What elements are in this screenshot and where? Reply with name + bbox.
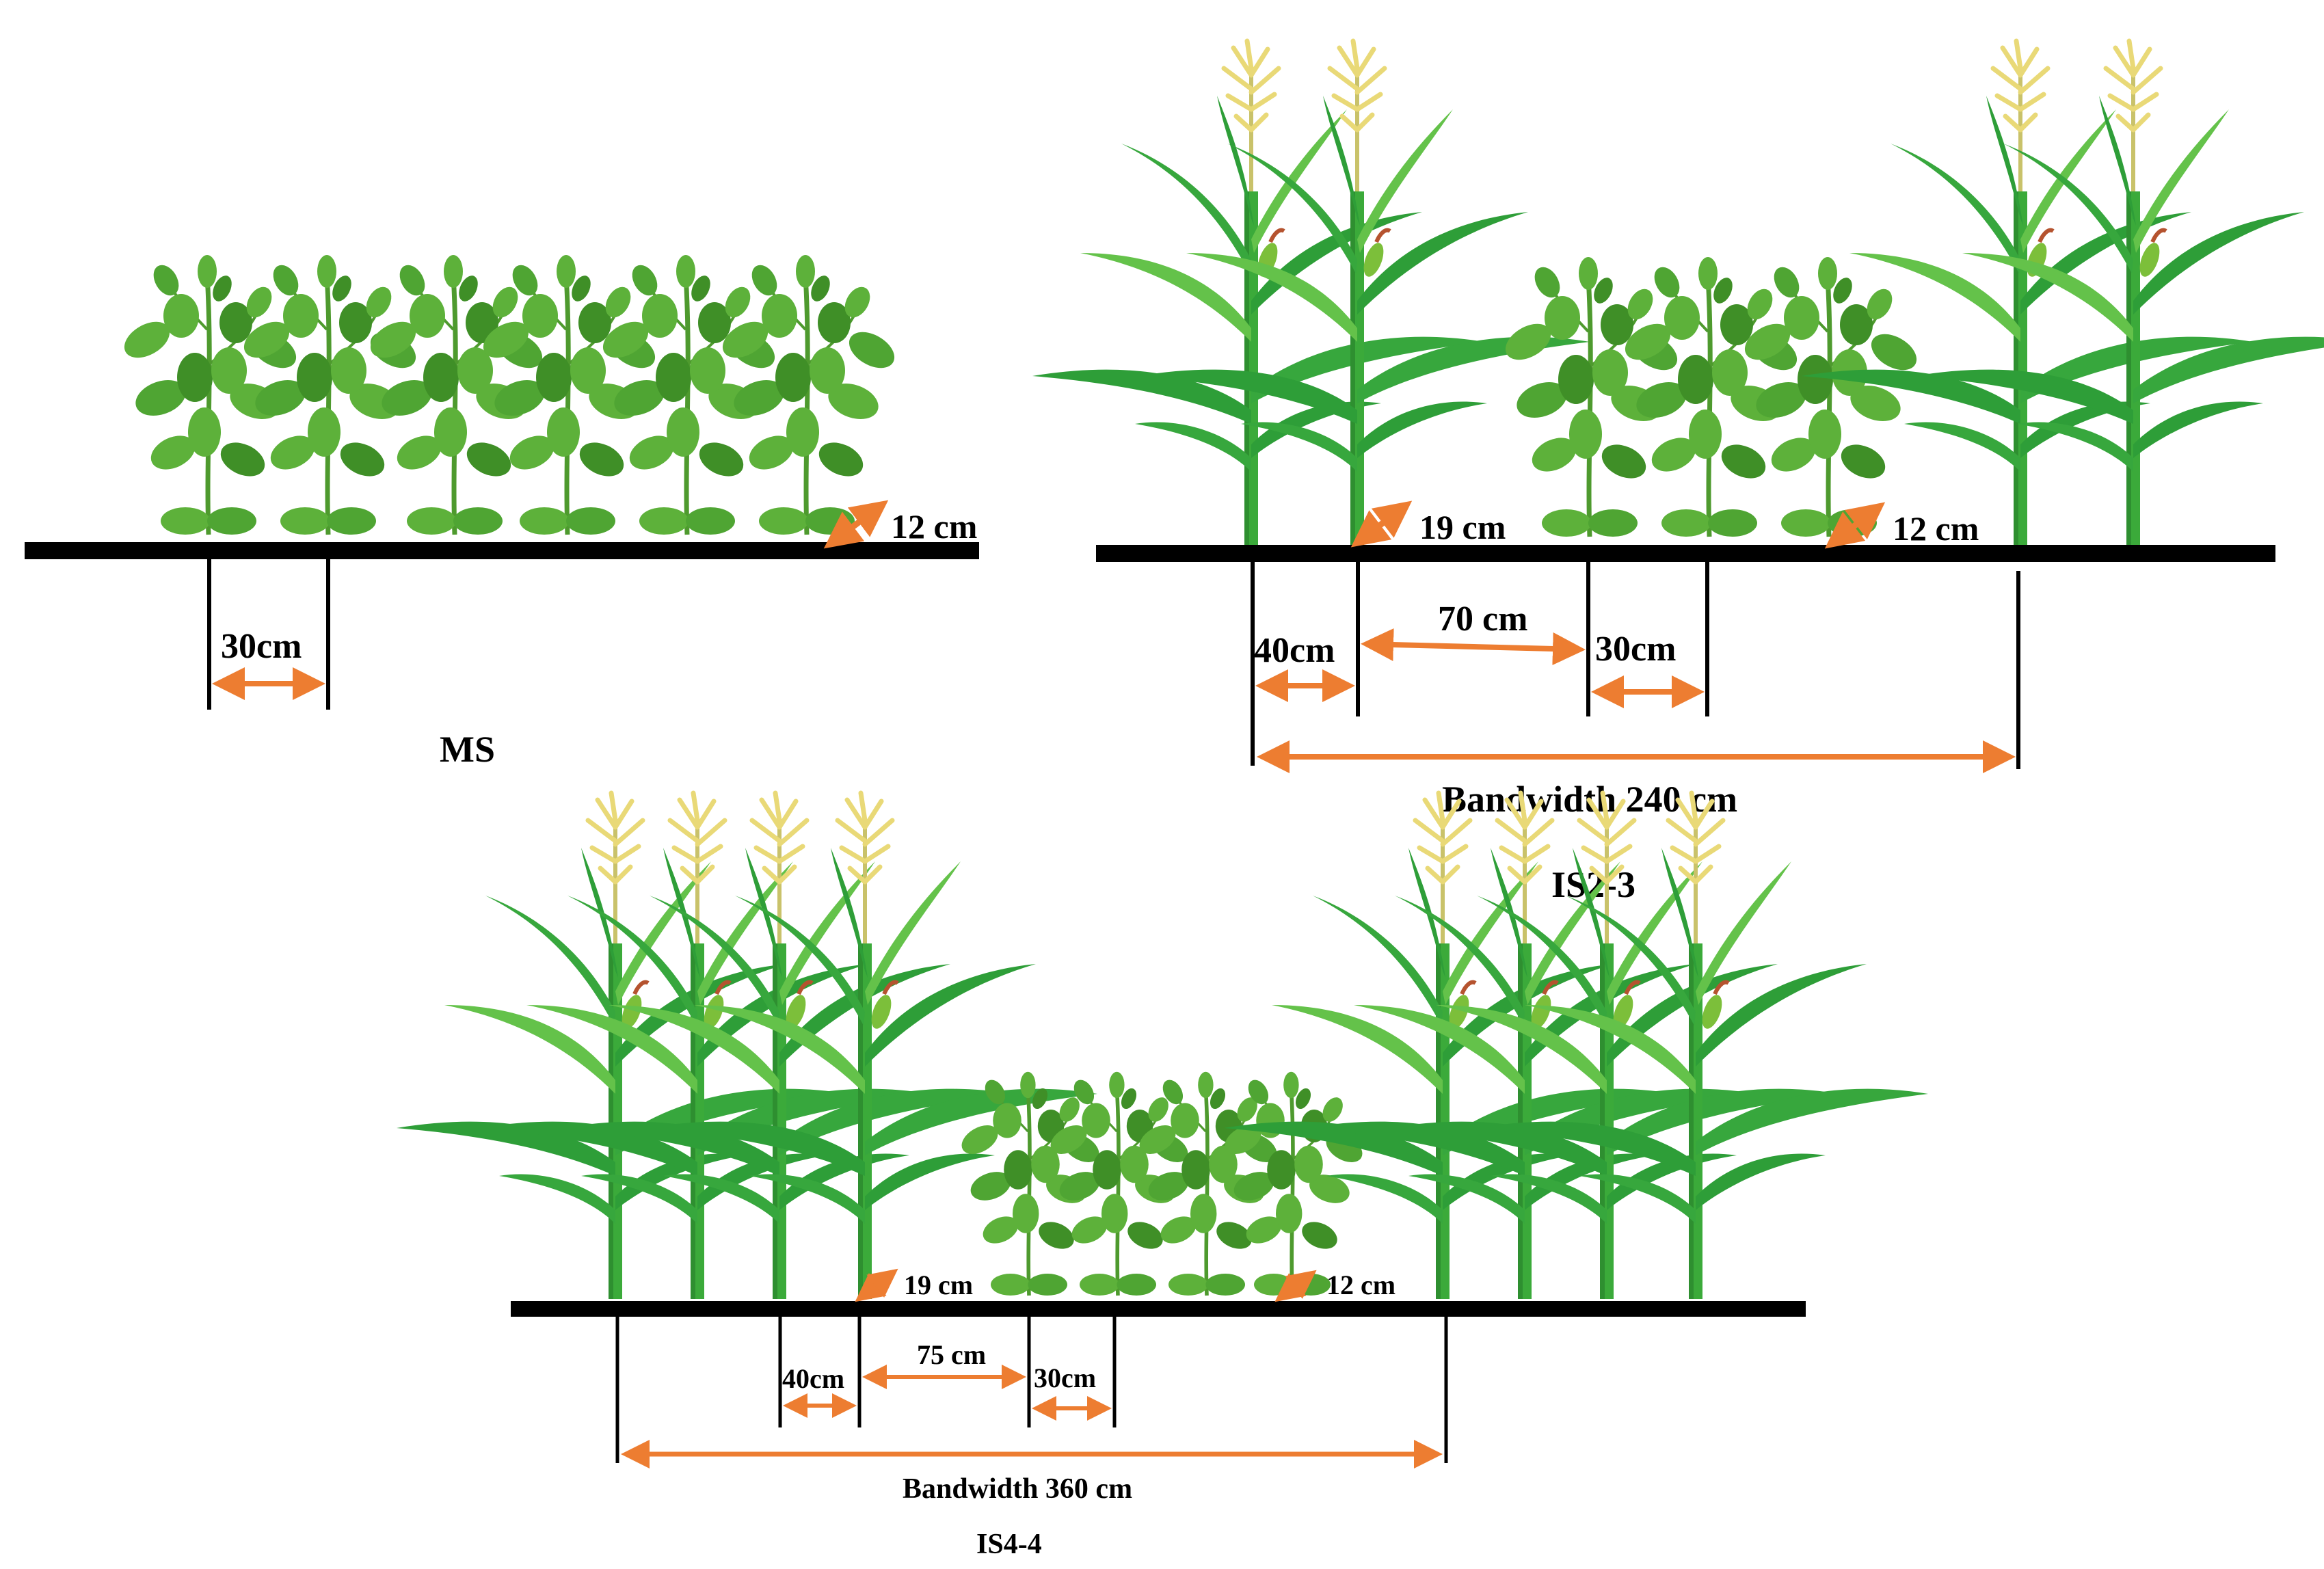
maize-rows-left-is2-3 [1032, 41, 1590, 547]
ground-line-ms [25, 542, 979, 559]
ground-line-is2-3 [1096, 545, 2275, 562]
soybean-rows-is2-3 [1499, 257, 1923, 537]
label-12cm-is2-3: 12 cm [1893, 509, 1979, 548]
panel-is4-4: 19 cm 12 cm 40cm 75 cm 30cm Bandwidth 36… [397, 793, 1928, 1560]
arrow-19cm-is2-3 [1350, 500, 1413, 548]
panel-is2-3: 19 cm 12 cm 40cm 70 cm 30cm Bandwidth 24… [1032, 41, 2324, 905]
label-12cm-ms: 12 cm [891, 507, 977, 546]
arrow-19cm-is4-4 [855, 1268, 898, 1302]
title-ms: MS [440, 729, 495, 770]
label-40cm-is2-3: 40cm [1254, 631, 1335, 670]
label-75cm-is4-4: 75 cm [917, 1339, 986, 1370]
label-30cm-is2-3: 30cm [1595, 630, 1676, 669]
panel-ms: 12 cm 30cm MS [25, 255, 979, 770]
title-is4-4: IS4-4 [976, 1529, 1042, 1560]
label-40cm-is4-4: 40cm [782, 1363, 844, 1394]
label-19cm-is4-4: 19 cm [904, 1270, 973, 1300]
label-19cm-is2-3: 19 cm [1419, 508, 1506, 546]
arrow-12cm-is4-4 [1274, 1270, 1317, 1302]
label-12cm-is4-4: 12 cm [1326, 1270, 1395, 1300]
label-bandwidth-is4-4: Bandwidth 360 cm [903, 1473, 1132, 1505]
label-70cm-is2-3: 70 cm [1438, 600, 1527, 639]
arrow-12cm-ms [823, 500, 889, 549]
label-30cm-is4-4: 30cm [1034, 1363, 1096, 1393]
label-30cm-ms: 30cm [221, 627, 302, 666]
ground-line-is4-4 [511, 1301, 1806, 1317]
soybean-row-ms [118, 255, 900, 535]
arrow-12cm-is2-3 [1824, 502, 1886, 549]
arrow-70cm-is2-3 [1361, 628, 1586, 665]
